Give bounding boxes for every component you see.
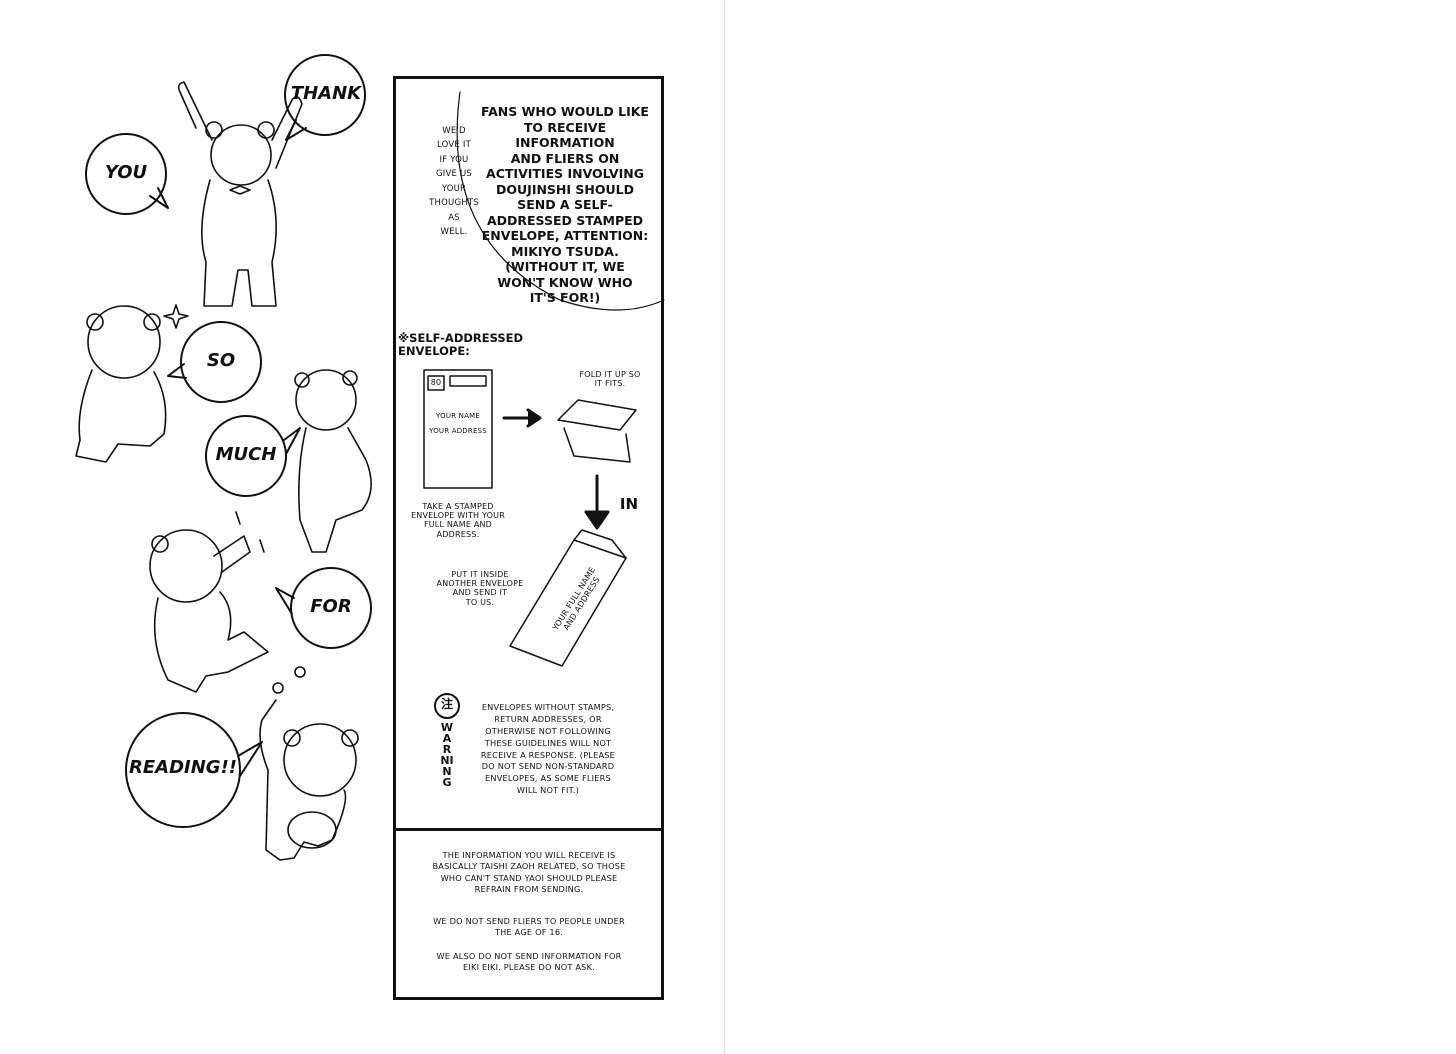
right-page-blank xyxy=(725,0,1456,1054)
bear-trumpet xyxy=(149,511,269,693)
bubble-you xyxy=(85,133,169,215)
bear-praying xyxy=(75,304,189,463)
bubble-much xyxy=(205,415,301,497)
warning-vertical-label: WARNING xyxy=(440,721,454,789)
bear-arms-up xyxy=(177,81,303,307)
right-arrow xyxy=(502,408,542,428)
main-info-text: FANS WHO WOULD LIKE TO RECEIVE INFORMATI… xyxy=(481,104,649,305)
panel-divider xyxy=(393,828,664,831)
put-note: PUT IT INSIDE ANOTHER ENVELOPE AND SEND … xyxy=(436,570,524,607)
bubble-text-for: FOR xyxy=(310,596,352,617)
footer-line-3: WE ALSO DO NOT SEND INFORMATION FOR EIKI… xyxy=(436,951,622,973)
bubble-reading xyxy=(125,712,263,828)
outer-envelope xyxy=(509,529,627,667)
stamp-value: 80 xyxy=(430,378,442,387)
down-arrow xyxy=(584,474,610,530)
folded-envelope xyxy=(557,399,637,463)
envelope-heading: ※SELF-ADDRESSED ENVELOPE: xyxy=(398,331,524,359)
bubble-for xyxy=(275,567,372,649)
left-page xyxy=(0,0,725,1054)
footer-line-1: THE INFORMATION YOU WILL RECEIVE IS BASI… xyxy=(432,850,626,895)
bear-side xyxy=(294,369,372,553)
stamped-envelope-drawing xyxy=(423,369,493,489)
side-note: WE'D LOVE IT IF YOU GIVE US YOUR THOUGHT… xyxy=(429,126,479,238)
bubble-so xyxy=(167,321,262,403)
bubble-text-so: SO xyxy=(206,350,236,371)
info-panel xyxy=(393,76,664,1000)
footer-line-2: WE DO NOT SEND FLIERS TO PEOPLE UNDER TH… xyxy=(433,916,625,938)
bubble-text-you: YOU xyxy=(104,162,148,183)
warning-text: ENVELOPES WITHOUT STAMPS, RETURN ADDRESS… xyxy=(480,702,616,796)
warning-symbol: 注 xyxy=(440,697,453,711)
take-note: TAKE A STAMPED ENVELOPE WITH YOUR FULL N… xyxy=(411,502,505,539)
fold-note: FOLD IT UP SO IT FITS. xyxy=(579,370,641,389)
bubble-text-much: MUCH xyxy=(215,444,277,465)
your-name-label: YOUR NAME xyxy=(436,412,480,420)
your-address-label: YOUR ADDRESS xyxy=(429,427,487,435)
bear-basket xyxy=(259,666,359,861)
bubble-text-thank: THANK xyxy=(290,83,362,104)
bubble-text-reading: READING!! xyxy=(129,757,237,778)
in-label: IN xyxy=(619,495,639,513)
